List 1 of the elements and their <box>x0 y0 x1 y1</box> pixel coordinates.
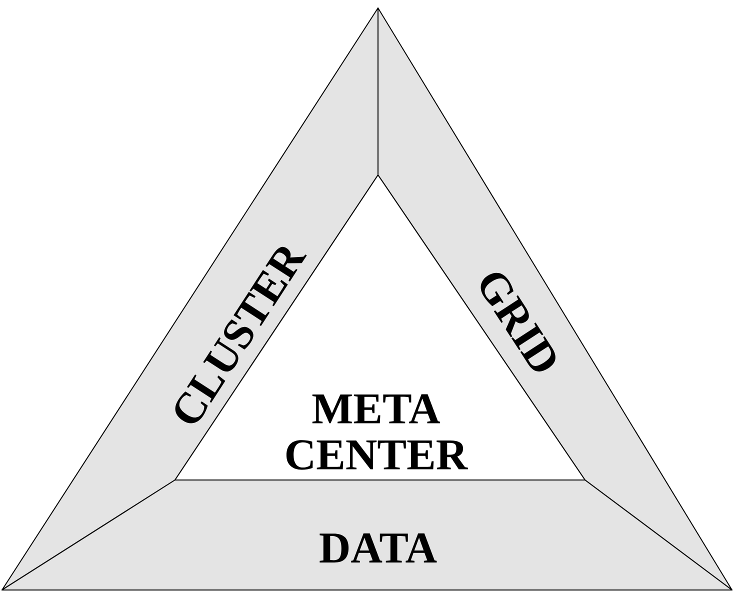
triangle-band: DATA <box>2 479 732 590</box>
